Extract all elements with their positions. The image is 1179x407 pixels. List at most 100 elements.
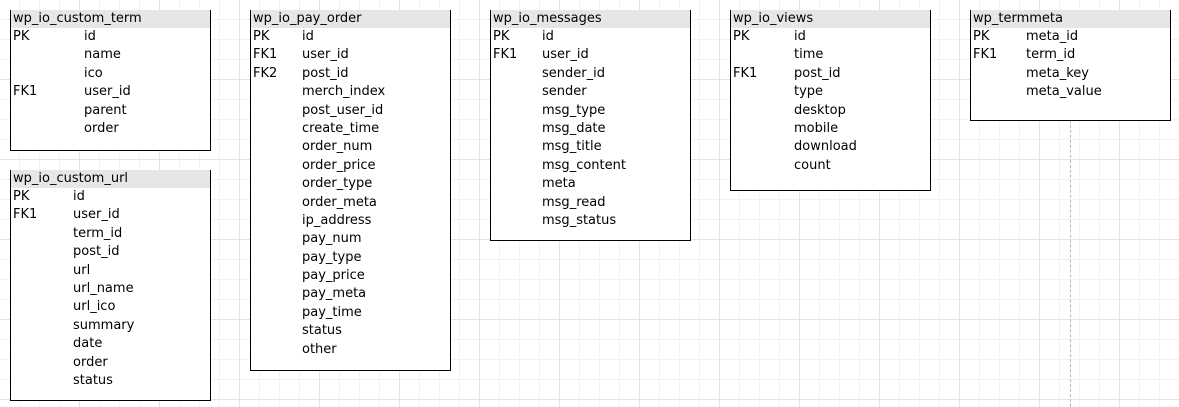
field-name: id — [542, 29, 554, 44]
column-row: msg_date — [491, 120, 690, 138]
key-marker: PK — [733, 29, 750, 44]
field-name: mobile — [794, 120, 839, 136]
column-row: term_id — [11, 225, 210, 243]
field-name: status — [302, 323, 342, 339]
field-name: msg_read — [542, 194, 606, 210]
key-marker: PK — [13, 29, 30, 44]
field-name: post_id — [73, 244, 120, 260]
field-name: order_num — [302, 139, 373, 155]
column-row: ip_address — [251, 212, 450, 230]
column-row: desktop — [731, 102, 930, 120]
column-row: order_num — [251, 138, 450, 156]
field-name: post_id — [794, 65, 841, 81]
field-name: user_id — [73, 207, 120, 223]
field-name: download — [794, 139, 857, 155]
field-name: msg_content — [542, 157, 626, 173]
column-row: pay_meta — [251, 285, 450, 303]
key-marker: FK1 — [733, 65, 758, 81]
field-name: count — [794, 157, 831, 173]
field-name: msg_type — [542, 102, 606, 118]
column-row: mobile — [731, 120, 930, 138]
column-row: post_user_id — [251, 102, 450, 120]
column-row: msg_status — [491, 212, 690, 230]
column-row: meta — [491, 175, 690, 193]
field-name: pay_num — [302, 231, 362, 247]
field-name: desktop — [794, 102, 846, 118]
field-name: summary — [73, 317, 135, 333]
field-name: create_time — [302, 120, 380, 136]
column-row: pay_time — [251, 304, 450, 322]
field-name: order — [73, 354, 108, 370]
field-name: url_name — [73, 280, 134, 296]
field-name: sender_id — [542, 65, 605, 81]
field-name: url — [73, 262, 91, 278]
column-row: order_price — [251, 157, 450, 175]
column-row: status — [251, 322, 450, 340]
field-name: pay_meta — [302, 286, 367, 302]
field-name: order — [84, 120, 119, 136]
entity-title: wp_io_messages — [491, 10, 690, 28]
field-name: id — [794, 29, 806, 44]
column-row: FK1 user_id — [251, 46, 450, 64]
column-row: msg_content — [491, 157, 690, 175]
field-name: id — [302, 29, 314, 44]
entity-title: wp_io_custom_url — [11, 170, 210, 188]
grid-guide-line — [1070, 120, 1071, 407]
key-marker: PK — [973, 29, 990, 44]
key-marker: FK1 — [253, 47, 278, 63]
column-row: msg_title — [491, 138, 690, 156]
key-marker: FK1 — [13, 207, 38, 223]
field-name: sender — [542, 84, 587, 100]
column-row: PK id — [251, 28, 450, 46]
column-row: time — [731, 46, 930, 64]
field-name: pay_type — [302, 249, 362, 265]
column-row: url_name — [11, 280, 210, 298]
column-row: sender_id — [491, 65, 690, 83]
column-row: order_type — [251, 175, 450, 193]
field-name: pay_price — [302, 268, 365, 284]
field-name: order_meta — [302, 194, 377, 210]
field-name: msg_date — [542, 120, 606, 136]
column-row: status — [11, 372, 210, 390]
field-name: post_id — [302, 65, 349, 81]
entity-title: wp_io_custom_term — [11, 10, 210, 28]
column-row: date — [11, 335, 210, 353]
column-row: url_ico — [11, 298, 210, 316]
entity-title: wp_termmeta — [971, 10, 1170, 28]
column-row: FK1 post_id — [731, 65, 930, 83]
column-row: sender — [491, 83, 690, 101]
column-row: summary — [11, 317, 210, 335]
field-name: post_user_id — [302, 102, 384, 118]
field-name: meta_value — [1026, 84, 1102, 100]
key-marker: FK1 — [493, 47, 518, 63]
field-name: meta_id — [1026, 29, 1079, 44]
column-row: merch_index — [251, 83, 450, 101]
field-name: other — [302, 341, 337, 357]
field-name: user_id — [302, 47, 349, 63]
column-row: PK id — [731, 28, 930, 46]
column-row: order — [11, 120, 210, 138]
key-marker: PK — [253, 29, 270, 44]
key-marker: FK1 — [973, 47, 998, 63]
field-name: msg_title — [542, 139, 602, 155]
field-name: term_id — [73, 225, 123, 241]
field-name: name — [84, 47, 121, 63]
column-row: url — [11, 262, 210, 280]
column-row: order_meta — [251, 194, 450, 212]
key-marker: FK1 — [13, 84, 38, 100]
column-row: download — [731, 138, 930, 156]
